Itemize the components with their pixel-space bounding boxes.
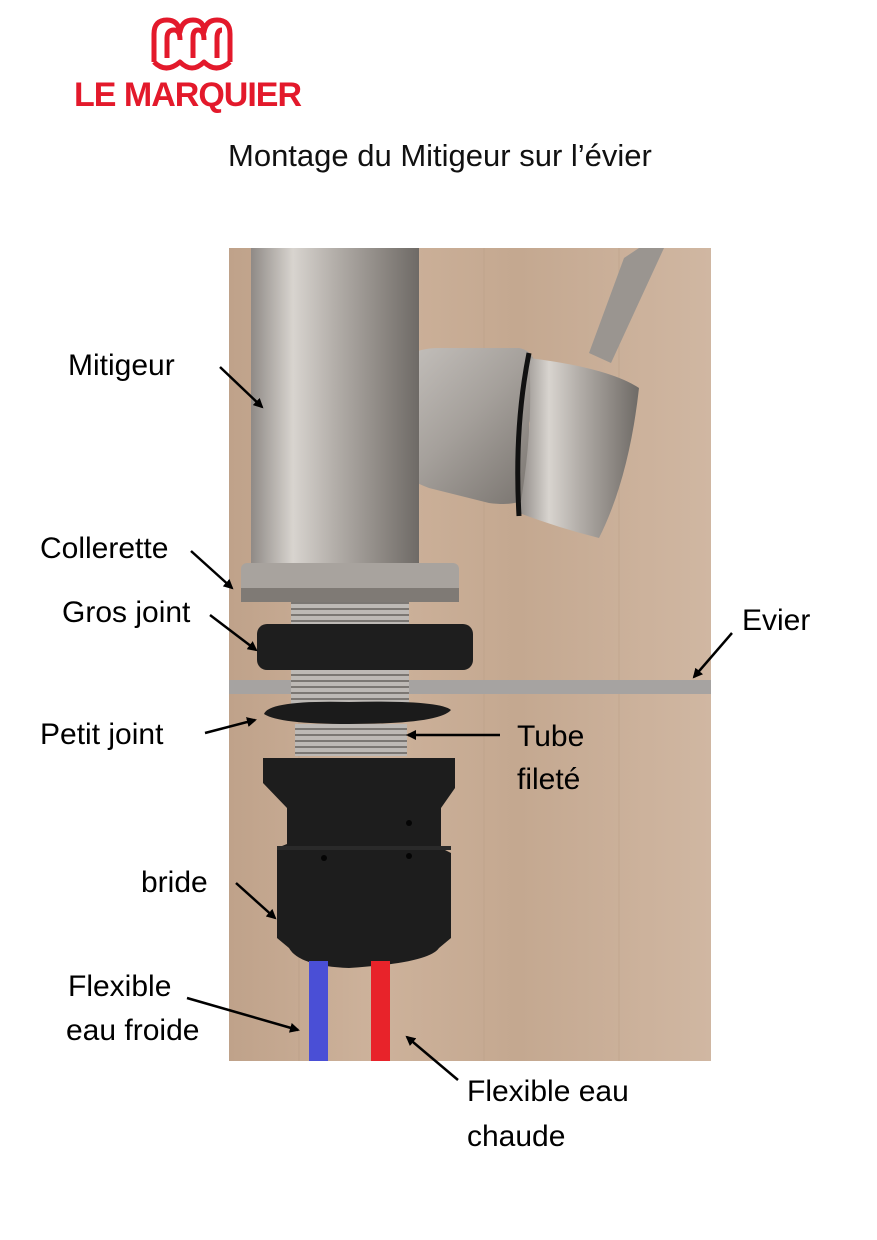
arrow-petit-joint	[204, 717, 257, 735]
arrow-mitigeur	[219, 366, 264, 409]
label-evier: Evier	[742, 604, 811, 637]
logo-mark-icon	[151, 17, 233, 71]
label-flexible-chaude-line1: Flexible eau	[467, 1075, 629, 1108]
label-flexible-froide-line2: eau froide	[66, 1014, 200, 1047]
arrow-collerette	[190, 550, 234, 590]
label-petit-joint: Petit joint	[40, 718, 164, 751]
arrow-evier	[692, 632, 733, 679]
hot-water-hose	[371, 961, 390, 1061]
label-tube-line1: Tube	[517, 720, 585, 753]
faucet-photo	[229, 248, 711, 1061]
arrow-gros-joint	[209, 614, 258, 652]
label-tube-line2: fileté	[517, 763, 581, 796]
label-flexible-chaude-line2: chaude	[467, 1120, 566, 1153]
label-mitigeur: Mitigeur	[68, 349, 175, 382]
arrow-flexible-froide	[186, 996, 300, 1033]
arrow-bride	[235, 882, 277, 920]
arrow-flexible-chaude	[405, 1035, 459, 1081]
brand-name: LE MARQUIER	[74, 76, 302, 114]
cold-water-hose	[309, 961, 328, 1061]
label-collerette: Collerette	[40, 532, 169, 565]
label-bride: bride	[141, 866, 208, 899]
page-title: Montage du Mitigeur sur l’évier	[228, 138, 652, 173]
label-flexible-froide-line1: Flexible	[68, 970, 172, 1003]
brand-logo: LE MARQUIER	[74, 14, 314, 114]
label-gros-joint: Gros joint	[62, 596, 191, 629]
